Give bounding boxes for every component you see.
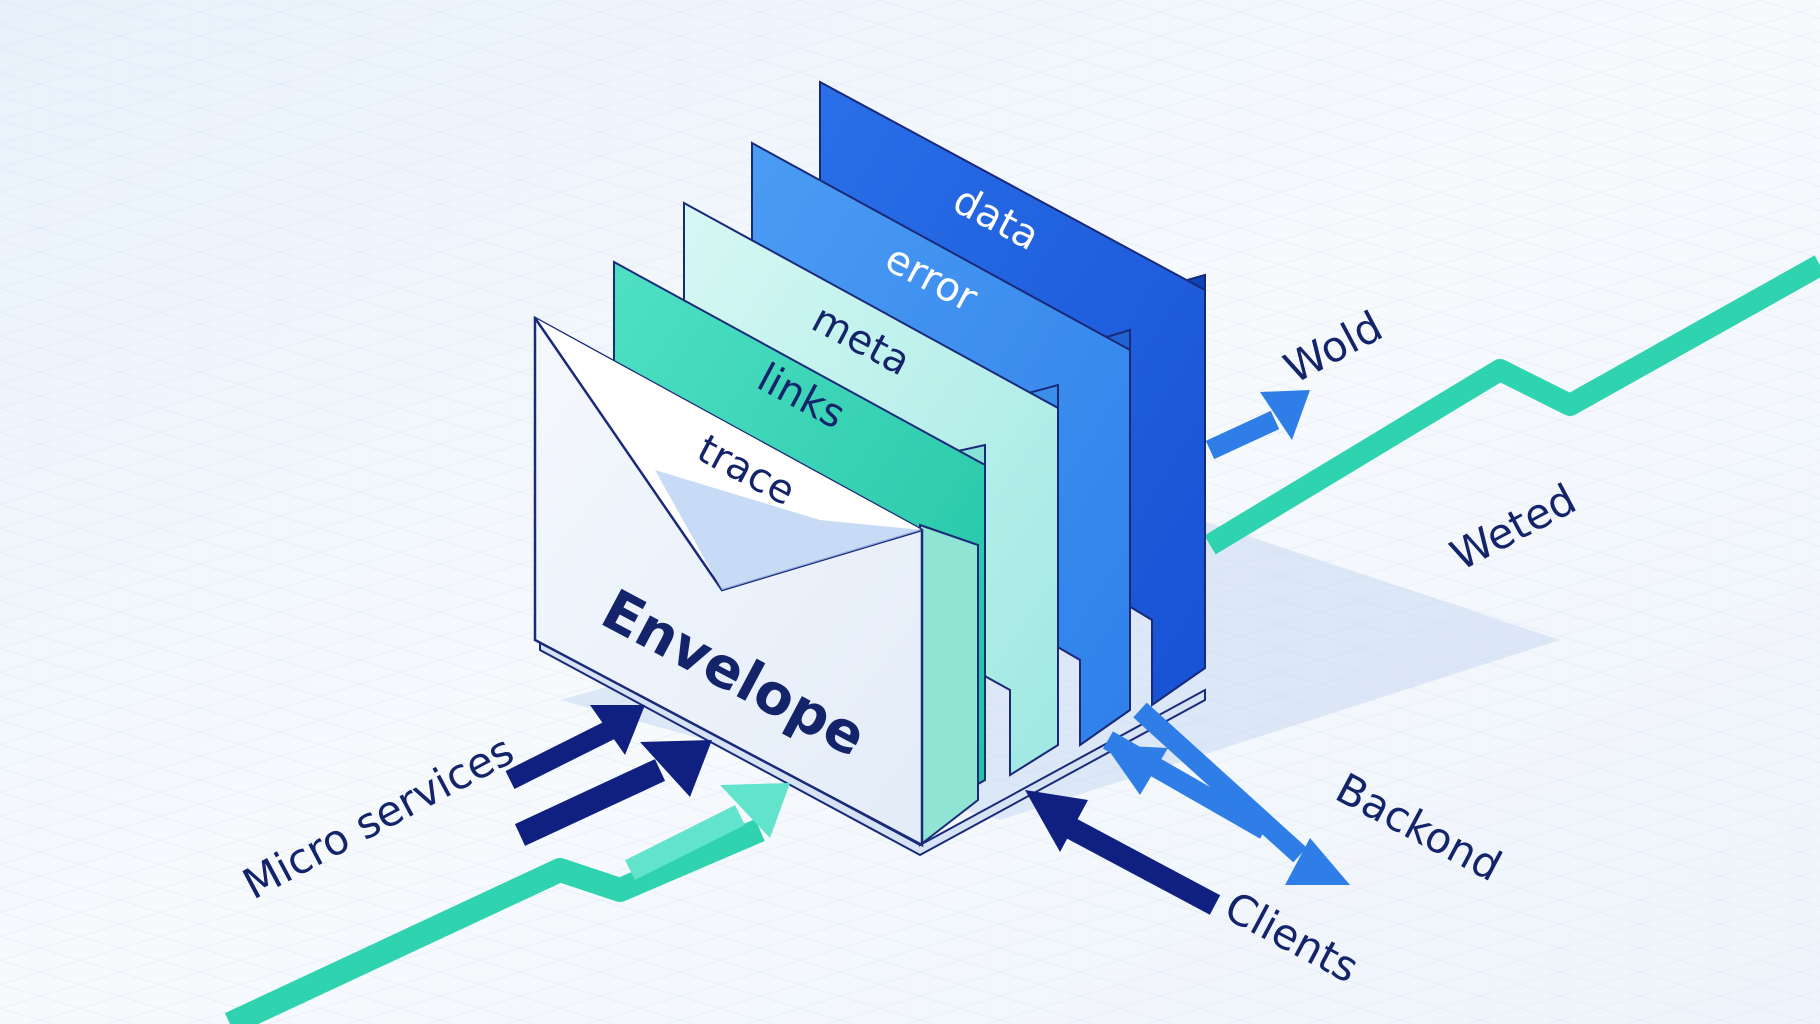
arrow-micro-services-bottom	[514, 740, 712, 846]
arrow-teal-incoming	[625, 783, 790, 880]
arrow-backend	[1103, 702, 1350, 885]
arrow-micro-services-top	[505, 705, 645, 789]
arrow-clients	[1025, 790, 1221, 915]
flow-line-right	[1204, 255, 1820, 555]
arrow-world	[1205, 390, 1310, 460]
flow-line-left	[224, 818, 765, 1024]
